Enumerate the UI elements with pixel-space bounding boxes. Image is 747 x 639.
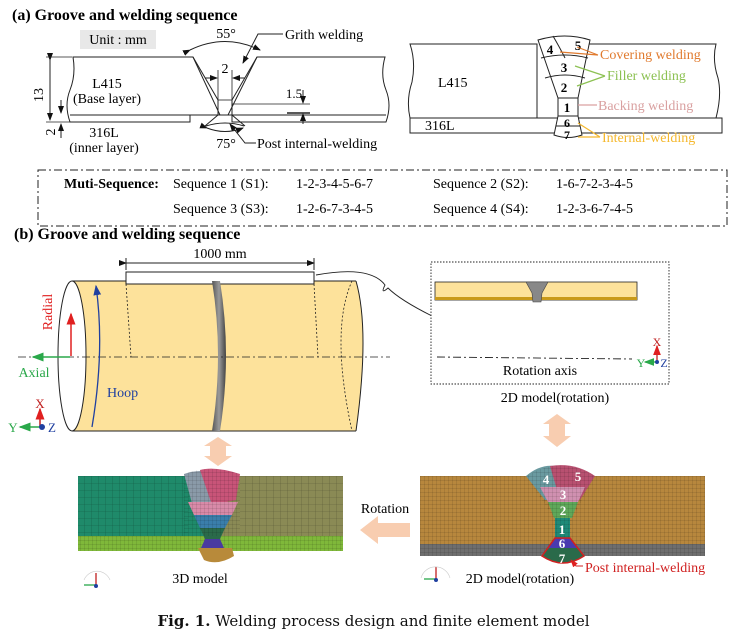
mesh-pass-4: 4 xyxy=(543,472,550,487)
inner-layer-desc: (inner layer) xyxy=(69,141,139,156)
post-weld-outline xyxy=(540,537,586,564)
mesh-pass-7: 7 xyxy=(559,551,566,566)
panel-b-title: (b) Groove and welding sequence xyxy=(14,226,240,243)
seq2-name: Sequence 2 (S2): xyxy=(433,177,529,192)
panel-a-title: (a) Groove and welding sequence xyxy=(12,7,237,24)
dim-inner: 2 xyxy=(44,129,59,136)
hoop-arrow xyxy=(91,284,102,428)
pass-5: 5 xyxy=(575,38,582,53)
rotation-label: Rotation xyxy=(361,502,409,517)
base-layer-left xyxy=(66,56,221,123)
figure-number: Fig. 1. xyxy=(157,612,211,630)
seq2-order: 1-6-7-2-3-4-5 xyxy=(556,177,633,192)
pass-1: 1 xyxy=(564,100,571,115)
rotation-axis-label: Rotation axis xyxy=(503,364,577,379)
figure-caption-text: Welding process design and finite elemen… xyxy=(215,612,590,630)
pass-2: 2 xyxy=(561,80,568,95)
groove-diagram: 55° 2 1.5 13 2 L415 (Base layer) 316L (i… xyxy=(32,27,390,156)
inner-layer-name: 316L xyxy=(89,126,119,141)
label-backing: Backing welding xyxy=(598,99,693,114)
arrow-2d-updown xyxy=(543,414,571,447)
seq4-name: Sequence 4 (S4): xyxy=(433,202,529,217)
mesh-2d-model: 4 5 3 2 1 6 7 Post internal-welding 2D m… xyxy=(420,465,705,587)
weld-band xyxy=(212,281,226,431)
mesh-pass-2: 2 xyxy=(560,503,567,518)
pass-7: 7 xyxy=(564,128,570,142)
inset-axis-x: X xyxy=(653,335,662,349)
seq4-order: 1-2-3-6-7-4-5 xyxy=(556,202,633,217)
mesh-pass-5: 5 xyxy=(575,469,582,484)
inset-axis-z: Z xyxy=(660,356,667,370)
axis-z-label: Z xyxy=(48,420,56,435)
angle-top: 55° xyxy=(216,27,236,42)
dim-gap: 2 xyxy=(222,62,229,77)
base-layer-desc: (Base layer) xyxy=(73,92,141,107)
angle-bottom: 75° xyxy=(216,137,236,152)
mesh-3d-model: 3D model xyxy=(78,468,343,588)
label-post-internal: Post internal-welding xyxy=(257,137,377,152)
pass-6: 6 xyxy=(564,116,570,130)
sequence-box-border xyxy=(37,169,728,227)
right-inner-layer-name: 316L xyxy=(425,119,455,134)
mesh-pass-6: 6 xyxy=(559,536,566,551)
plate-right xyxy=(559,43,721,119)
base-layer-right xyxy=(227,56,390,123)
label-internal: Internal-welding xyxy=(602,131,695,146)
pipe-end xyxy=(57,280,87,432)
dim-thickness: 13 xyxy=(32,88,47,102)
pipe-cylinder: 1000 mm Radial Axial Hoop X Y Z xyxy=(8,247,433,435)
inset-caption: 2D model(rotation) xyxy=(501,391,610,406)
post-internal-label: Post internal-welding xyxy=(585,561,705,576)
inset-axis-y: Y xyxy=(637,356,646,370)
label-covering: Covering welding xyxy=(600,48,701,63)
axis-x-label: X xyxy=(35,396,45,411)
radial-label: Radial xyxy=(41,294,56,331)
axial-label: Axial xyxy=(18,366,49,381)
axis-y-label: Y xyxy=(8,420,18,435)
seq3-name: Sequence 3 (S3): xyxy=(173,202,269,217)
label-girth-welding: Grith welding xyxy=(285,28,363,43)
arrow-3d-updown xyxy=(204,437,232,466)
label-filler: Filler welding xyxy=(607,69,686,84)
pass-3: 3 xyxy=(561,60,568,75)
model3d-caption: 3D model xyxy=(172,572,228,587)
rotation-arrow xyxy=(360,516,410,544)
mesh-pass-1: 1 xyxy=(559,522,566,537)
pass-4: 4 xyxy=(547,42,554,57)
sequence-heading: Muti-Sequence: xyxy=(64,177,159,192)
plate-left xyxy=(407,43,538,119)
unit-label-bg xyxy=(80,30,156,49)
right-base-layer-name: L415 xyxy=(438,76,468,91)
seq1-order: 1-2-3-4-5-6-7 xyxy=(296,177,373,192)
hoop-label: Hoop xyxy=(107,386,138,401)
figure-caption: Fig. 1. Welding process design and finit… xyxy=(0,612,747,630)
unit-label: Unit : mm xyxy=(89,33,147,48)
sequence-box: Muti-Sequence: Sequence 1 (S1): 1-2-3-4-… xyxy=(37,169,728,227)
transition-arrows: Rotation xyxy=(204,414,571,544)
seq1-name: Sequence 1 (S1): xyxy=(173,177,269,192)
dim-root: 1.5 xyxy=(286,86,302,101)
seq3-order: 1-2-6-7-3-4-5 xyxy=(296,202,373,217)
weld-pass-diagram: 4 5 3 2 1 6 7 L415 316L Covering welding… xyxy=(407,35,723,146)
mesh-pass-3: 3 xyxy=(560,487,567,502)
inset-2d-model: Rotation axis X Y Z 2D model(rotation) xyxy=(430,261,670,406)
model2d-caption: 2D model(rotation) xyxy=(466,572,575,587)
length-label: 1000 mm xyxy=(193,247,246,262)
base-layer-name: L415 xyxy=(92,77,122,92)
